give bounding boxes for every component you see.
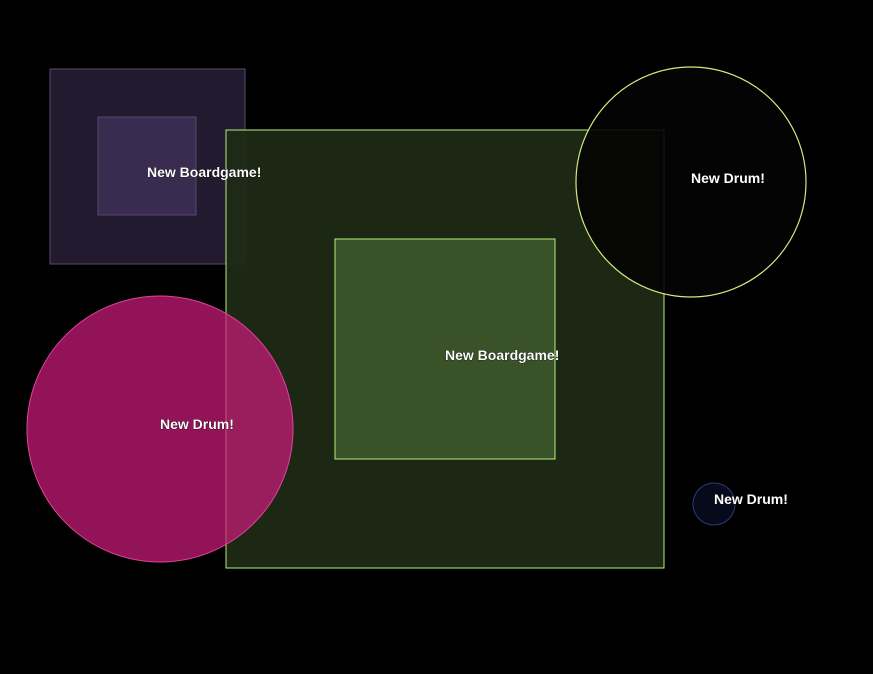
boardgame-item[interactable] [225, 129, 665, 569]
boardgame-inner-square [97, 116, 197, 216]
drum-circle [692, 482, 736, 526]
drum-label: New Drum! [691, 170, 765, 186]
drum-label: New Drum! [160, 416, 234, 432]
boardgame-label: New Boardgame! [445, 347, 559, 363]
drum-circle [26, 295, 294, 563]
drum-item[interactable] [692, 482, 736, 526]
boardgame-inner-square [334, 238, 556, 460]
drum-label: New Drum! [714, 491, 788, 507]
drum-circle [575, 66, 807, 298]
drum-item[interactable] [575, 66, 807, 298]
boardgame-item[interactable] [49, 68, 246, 265]
boardgame-label: New Boardgame! [147, 164, 261, 180]
drum-item[interactable] [26, 295, 294, 563]
